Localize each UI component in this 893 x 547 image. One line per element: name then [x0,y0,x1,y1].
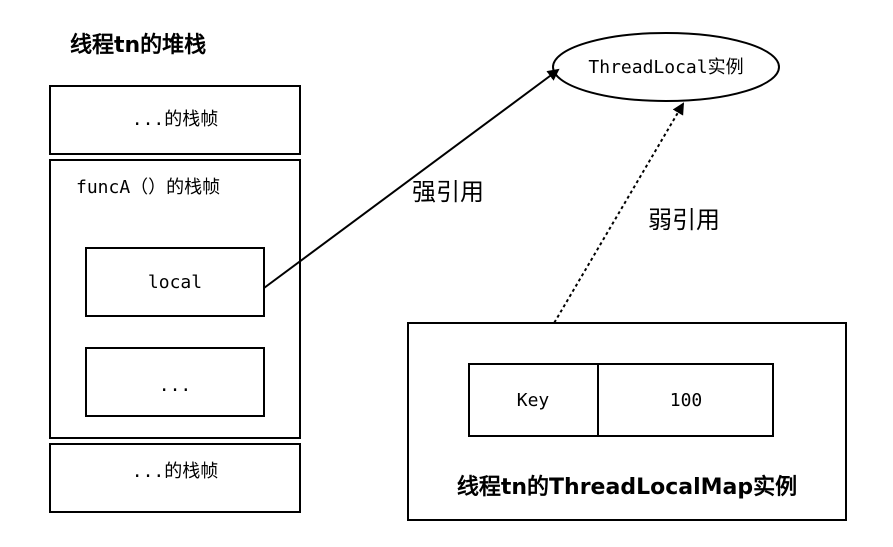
other-variable-box [85,347,265,417]
map-entry-key-cell [468,363,599,437]
threadlocal-instance-node [552,32,780,102]
top-stack-frame-label: ...的栈帧 [132,109,219,130]
other-variable-label: ... [159,375,192,396]
strong-reference-label: 强引用 [412,178,484,206]
bottom-stack-frame-label: ...的栈帧 [132,461,219,482]
threadlocalmap-title: 线程tn的ThreadLocalMap实例 [457,474,797,500]
strong-reference-arrow [263,68,560,289]
local-variable-box [85,247,265,317]
weak-reference-arrow [529,102,685,365]
map-entry-value-cell [597,363,774,437]
weak-reference-label: 弱引用 [648,206,720,234]
map-entry-value-label: 100 [670,390,703,411]
map-entry-key-label: Key [517,390,550,411]
funcA-stack-frame-label: funcA（）的栈帧 [76,177,220,198]
threadlocal-instance-label: ThreadLocal实例 [588,57,743,78]
local-variable-label: local [148,272,202,293]
bottom-stack-frame [49,443,301,513]
top-stack-frame [49,85,301,155]
stack-title: 线程tn的堆栈 [70,32,206,58]
